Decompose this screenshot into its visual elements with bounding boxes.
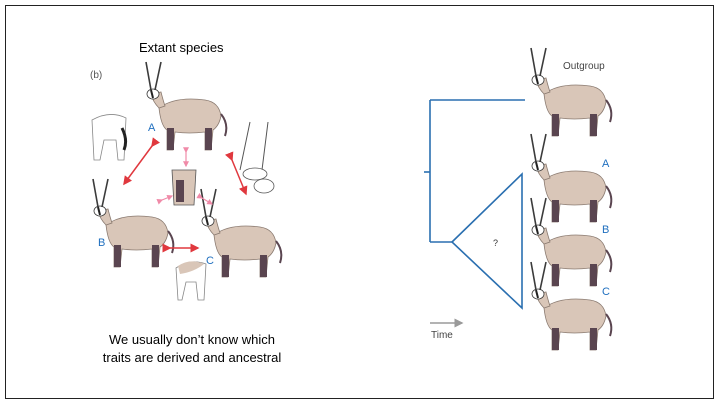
tip-label-b: B <box>602 224 610 236</box>
panel-label: (b) <box>90 70 103 81</box>
oryx-a-icon <box>145 61 228 151</box>
unresolved-label: ? <box>493 238 499 248</box>
double-arrow-a-b-icon <box>123 137 161 186</box>
species-label-c: C <box>206 255 214 267</box>
species-label-a: A <box>148 122 156 134</box>
double-arrow-a-c-icon <box>224 151 248 196</box>
caption: We usually don’t know which traits are d… <box>102 332 282 365</box>
slide-title: Extant species <box>139 40 224 55</box>
oryx-b-icon <box>92 178 175 268</box>
tip-label-a: A <box>602 158 610 170</box>
phylogenetic-tree <box>424 99 525 310</box>
tip-label-c: C <box>602 286 610 298</box>
species-label-b: B <box>98 237 106 249</box>
outgroup-label: Outgroup <box>563 61 605 72</box>
partial-body-outline-icon <box>91 114 127 161</box>
head-detail-icon <box>253 178 275 194</box>
time-label: Time <box>431 330 453 341</box>
oryx-tip-c-icon <box>530 261 613 351</box>
horn-pair-icon <box>239 121 269 171</box>
